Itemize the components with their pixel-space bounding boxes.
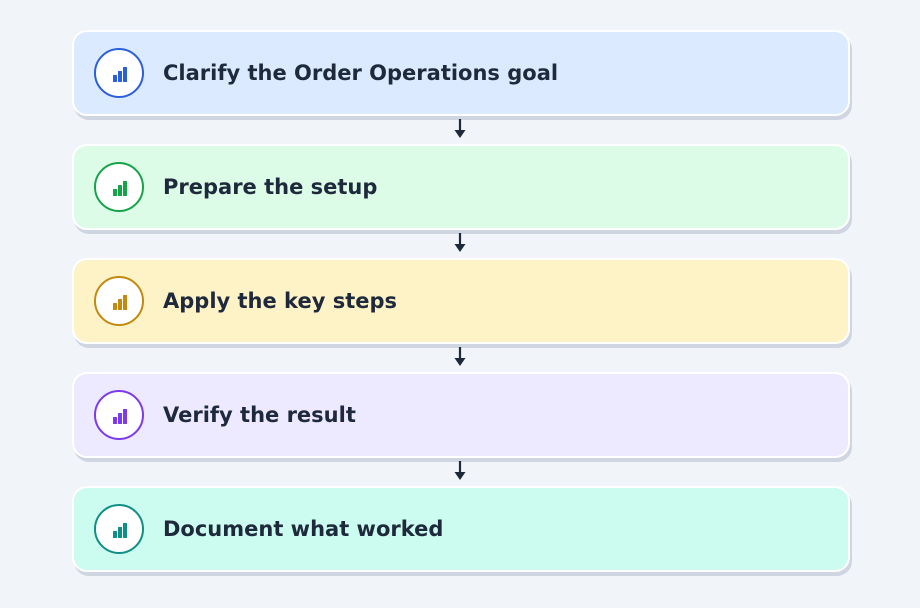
connector-arrow-3: [454, 347, 466, 366]
step-4-label: Verify the result: [163, 403, 356, 427]
step-3-label: Apply the key steps: [163, 289, 398, 313]
step-2-card: Prepare the setup: [72, 144, 850, 230]
step-3-card: Apply the key steps: [72, 258, 850, 344]
bar-chart-icon: [113, 181, 127, 196]
bar-chart-icon: [113, 523, 127, 538]
connector-arrow-1: [454, 119, 466, 138]
step-5-label: Document what worked: [163, 517, 444, 541]
step-3-badge: [94, 276, 144, 326]
step-4-badge: [94, 390, 144, 440]
bar-chart-icon: [113, 409, 127, 424]
step-1-badge: [94, 48, 144, 98]
step-1-label: Clarify the Order Operations goal: [163, 61, 559, 85]
step-5-card: Document what worked: [72, 486, 850, 572]
connector-arrow-2: [454, 233, 466, 252]
step-2-label: Prepare the setup: [163, 175, 378, 199]
step-2-badge: [94, 162, 144, 212]
bar-chart-icon: [113, 295, 127, 310]
step-4-card: Verify the result: [72, 372, 850, 458]
bar-chart-icon: [113, 67, 127, 82]
step-5-badge: [94, 504, 144, 554]
connector-arrow-4: [454, 461, 466, 480]
step-1-card: Clarify the Order Operations goal: [72, 30, 850, 116]
